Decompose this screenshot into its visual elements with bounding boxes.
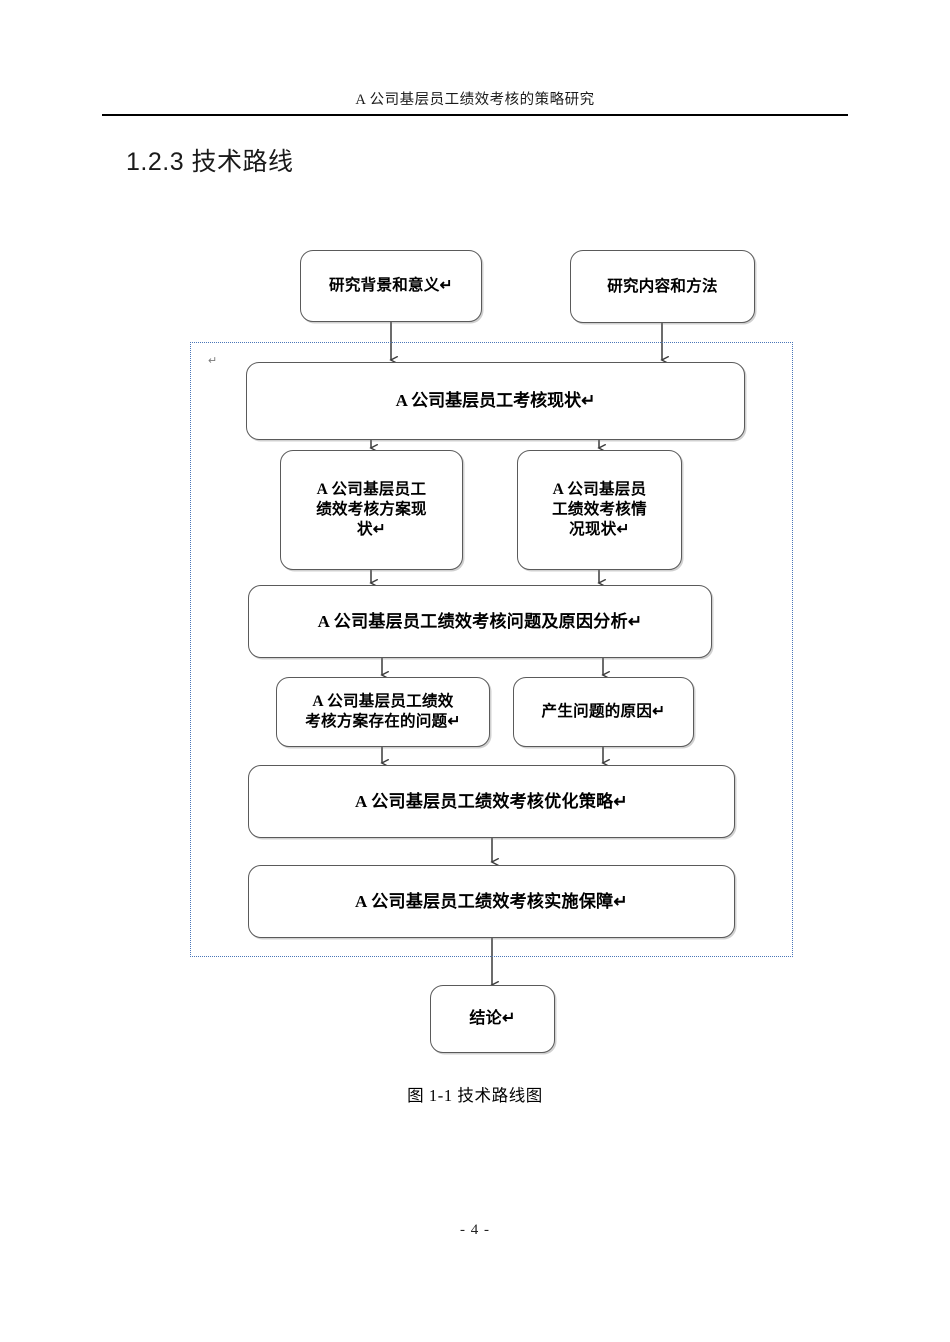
node-research-background[interactable]: 研究背景和意义↵ [300, 250, 482, 322]
section-heading: 1.2.3 技术路线 [126, 148, 294, 176]
node-problem-cause-analysis[interactable]: A 公司基层员工绩效考核问题及原因分析↵ [248, 585, 712, 658]
node-problem-causes[interactable]: 产生问题的原因↵ [513, 677, 694, 747]
node-scheme-problems[interactable]: A 公司基层员工绩效 考核方案存在的问题↵ [276, 677, 490, 747]
node-conclusion[interactable]: 结论↵ [430, 985, 555, 1053]
node-research-content-method[interactable]: 研究内容和方法 [570, 250, 755, 323]
figure-caption: 图 1-1 技术路线图 [407, 1086, 543, 1105]
page-number: - 4 - [460, 1222, 490, 1238]
node-situation-status[interactable]: A 公司基层员 工绩效考核情 况现状↵ [517, 450, 682, 570]
node-appraisal-status[interactable]: A 公司基层员工考核现状↵ [246, 362, 745, 440]
node-optimization-strategy[interactable]: A 公司基层员工绩效考核优化策略↵ [248, 765, 735, 838]
node-scheme-status[interactable]: A 公司基层员工 绩效考核方案现 状↵ [280, 450, 463, 570]
figure-scope-container [190, 342, 793, 957]
pilcrow-icon: ↵ [208, 355, 218, 367]
header-rule [102, 114, 848, 116]
node-implementation-guarantee[interactable]: A 公司基层员工绩效考核实施保障↵ [248, 865, 735, 938]
running-header: A 公司基层员工绩效考核的策略研究 [355, 92, 595, 108]
